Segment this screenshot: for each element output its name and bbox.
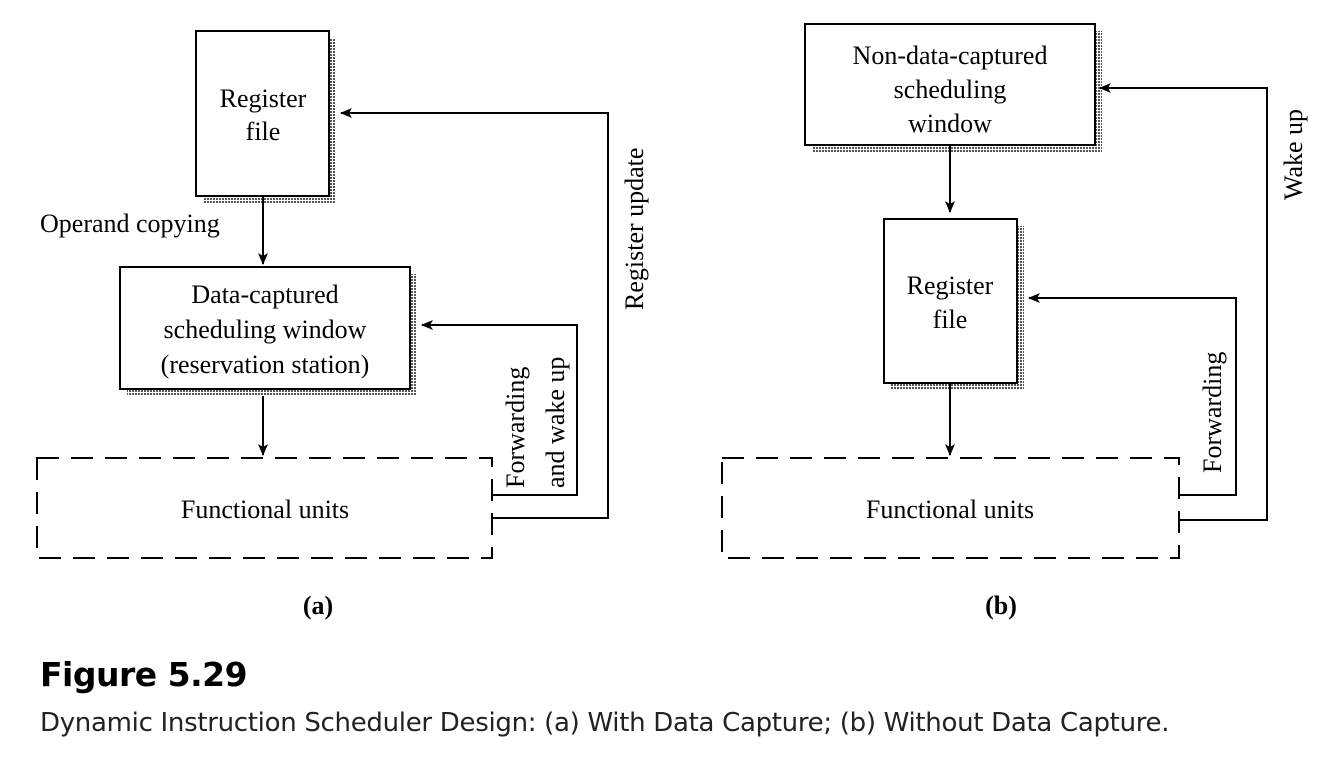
and-wakeup-label-a: and wake up: [541, 357, 570, 488]
forwarding-label-b: Forwarding: [1198, 352, 1227, 473]
panel-b-label: (b): [985, 591, 1017, 620]
functional-units-box-b: Functional units: [721, 457, 1180, 559]
figure-caption: Dynamic Instruction Scheduler Design: (a…: [40, 708, 1170, 738]
forwarding-wakeup-arrow-a: [421, 320, 578, 496]
scheduling-window-label-line3: (reservation station): [161, 350, 370, 379]
nd-scheduling-window-label-line2: scheduling: [894, 75, 1007, 104]
functional-units-box-a: Functional units: [36, 457, 493, 559]
functional-units-label-a: Functional units: [181, 495, 349, 524]
wakeup-label-b: Wake up: [1279, 109, 1308, 200]
register-file-box-a: Register file: [195, 30, 336, 203]
wakeup-arrow-b: [1099, 83, 1268, 521]
non-data-captured-scheduling-window-box: Non-data-captured scheduling window: [804, 23, 1102, 152]
register-update-arrow: [340, 108, 609, 519]
functional-units-label-b: Functional units: [866, 495, 1034, 524]
forwarding-label-a: Forwarding: [501, 367, 530, 488]
panel-a-label: (a): [303, 591, 333, 620]
scheduler-diagram: Register file Operand copying Data-captu…: [36, 23, 1308, 620]
register-file-b-label-line1: Register: [907, 271, 994, 300]
nd-scheduling-window-label-line1: Non-data-captured: [853, 41, 1048, 70]
register-file-b-label-line2: file: [933, 305, 968, 334]
data-captured-scheduling-window-box: Data-captured scheduling window (reserva…: [119, 266, 417, 396]
register-file-label-line1: Register: [220, 84, 307, 113]
figure-title: Figure 5.29: [40, 655, 248, 694]
panel-b: Non-data-captured scheduling window Regi…: [721, 23, 1308, 620]
operand-copying-label: Operand copying: [40, 209, 220, 238]
register-update-label: Register update: [620, 148, 649, 310]
scheduling-window-label-line2: scheduling window: [164, 315, 367, 344]
register-file-box-b: Register file: [883, 218, 1024, 390]
register-file-label-line2: file: [246, 117, 281, 146]
forwarding-arrow-b: [1028, 293, 1237, 496]
panel-a: Register file Operand copying Data-captu…: [36, 30, 649, 620]
scheduling-window-label-line1: Data-captured: [191, 280, 338, 309]
nd-scheduling-window-label-line3: window: [908, 109, 992, 138]
